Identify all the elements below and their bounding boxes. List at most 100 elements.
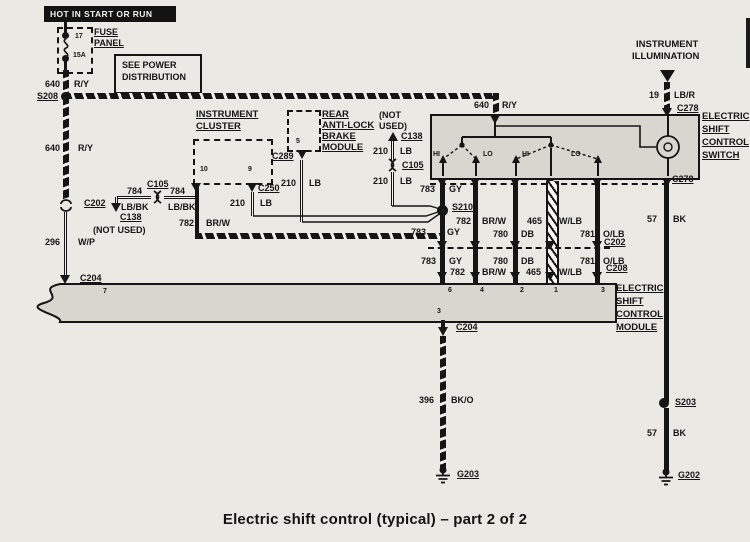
connector-fork-icon	[60, 275, 70, 284]
connector-c289: C289	[272, 151, 294, 161]
not-used-note: USED)	[379, 121, 408, 131]
not-used-note: (NOT	[379, 110, 401, 120]
wire-782-brw-drop	[195, 184, 199, 236]
rabs-title: REAR	[322, 109, 349, 120]
wire-57-bk	[664, 181, 669, 403]
rabs-title: ANTI-LOCK	[322, 120, 375, 131]
arrow-icon	[660, 70, 675, 82]
wire-57-num: 57	[647, 214, 658, 224]
rabs-title: MODULE	[322, 142, 364, 153]
wire-782-num: 782	[450, 267, 466, 277]
wire-465-num: 465	[527, 216, 543, 226]
splice-icon	[659, 398, 669, 408]
wire-296-num: 296	[45, 237, 61, 247]
wire-780-num: 780	[493, 229, 509, 239]
wire-210-lb	[251, 192, 254, 216]
wire-19-lbr	[664, 82, 670, 109]
connector-c202-left: C202	[84, 198, 106, 208]
cluster-pin-10: 10	[200, 166, 208, 173]
wire-783-gy	[440, 181, 445, 284]
diagram-caption: Electric shift control (typical) – part …	[222, 511, 528, 528]
wire-640-num: 640	[45, 143, 61, 153]
connector-c202-row	[428, 247, 610, 249]
wire-784-num: 784	[127, 186, 143, 196]
connector-fork-icon	[111, 203, 121, 212]
not-used-note: (NOT USED)	[93, 225, 146, 235]
wire-640-ry	[63, 70, 69, 96]
connector-fork-icon	[545, 272, 555, 281]
connector-c278-bottom: C278	[672, 174, 694, 184]
switch-title: CONTROL	[702, 137, 749, 148]
wire-781-num: 781	[580, 229, 596, 239]
wire-57-color: BK	[673, 214, 686, 224]
wire-210-lb	[391, 172, 394, 206]
ground-icon	[659, 468, 673, 486]
connector-fork-icon	[438, 327, 448, 336]
fuse-element-icon	[63, 39, 69, 57]
wire-782-brw	[473, 181, 478, 284]
module-title: CONTROL	[616, 309, 663, 320]
wire-640-color: R/Y	[78, 143, 94, 153]
connector-c208: C208	[606, 263, 628, 273]
rabs-module-box	[287, 110, 321, 152]
connector-fork-icon	[247, 183, 257, 192]
wire-781-color: O/LB	[603, 229, 625, 239]
cluster-pin-9: 9	[248, 166, 252, 173]
wire-640-ry-top-run	[64, 93, 499, 99]
wire-210-num: 210	[230, 198, 246, 208]
wire-210-lb	[391, 141, 394, 161]
bowtie-connector-icon	[388, 158, 397, 172]
wire-210-color: LB	[260, 198, 272, 208]
wire-210-num: 210	[281, 178, 297, 188]
wire-296-wp	[64, 212, 67, 278]
connector-c204-left: C204	[80, 273, 102, 283]
wire-57-num: 57	[647, 428, 658, 438]
switch-title: ELECTRIC	[702, 111, 750, 122]
wire-396-num: 396	[419, 395, 435, 405]
module-pin-7: 7	[103, 288, 107, 295]
wire-782-color: BR/W	[206, 218, 230, 228]
wire-780-color: DB	[521, 229, 534, 239]
wire-210-color: LB	[400, 176, 412, 186]
wire-784-num: 784	[170, 186, 186, 196]
splice-icon	[437, 205, 448, 216]
connector-c138-left: C138	[120, 212, 142, 222]
connector-c204-bottom: C204	[456, 322, 478, 332]
wire-19-color: LB/R	[674, 90, 695, 100]
inline-connector-icon	[60, 199, 72, 212]
wire-784-color: LB/BK	[121, 202, 149, 212]
see-power-note: DISTRIBUTION	[122, 72, 186, 82]
wire-396-color: BK/O	[451, 395, 474, 405]
connector-fork-icon	[470, 241, 480, 250]
wire-210-color: LB	[400, 146, 412, 156]
connector-fork-icon	[437, 241, 447, 250]
connector-fork-icon	[510, 272, 520, 281]
fuse-panel-box	[57, 27, 93, 74]
switch-internals	[439, 116, 680, 176]
wire-783-num: 783	[420, 184, 436, 194]
ground-icon	[436, 466, 450, 484]
wire-781-color: O/LB	[603, 256, 625, 266]
wire-783-num: 783	[411, 227, 427, 237]
wire-640-num: 640	[474, 100, 490, 110]
illumination-title: INSTRUMENT	[636, 39, 699, 50]
wire-780-color: DB	[521, 256, 534, 266]
switch-title: SWITCH	[702, 150, 740, 161]
wire-c138-stub	[115, 197, 118, 204]
instrument-cluster-box	[193, 139, 273, 185]
wire-640-num: 640	[45, 79, 61, 89]
wire-781-olb	[595, 181, 600, 284]
wire-465-num: 465	[526, 267, 542, 277]
module-pin-2: 2	[520, 287, 524, 294]
splice-s208-label: S208	[37, 91, 59, 101]
connector-fork-icon	[437, 272, 447, 281]
wire-782-color: BR/W	[482, 267, 506, 277]
switch-pos-hi: HI	[522, 151, 529, 158]
wire-296-color: W/P	[78, 237, 95, 247]
lamp-icon	[656, 135, 680, 159]
wire-19-num: 19	[649, 90, 660, 100]
module-title: MODULE	[616, 322, 658, 333]
rabs-title: BRAKE	[322, 131, 356, 142]
connector-fork-icon	[592, 272, 602, 281]
